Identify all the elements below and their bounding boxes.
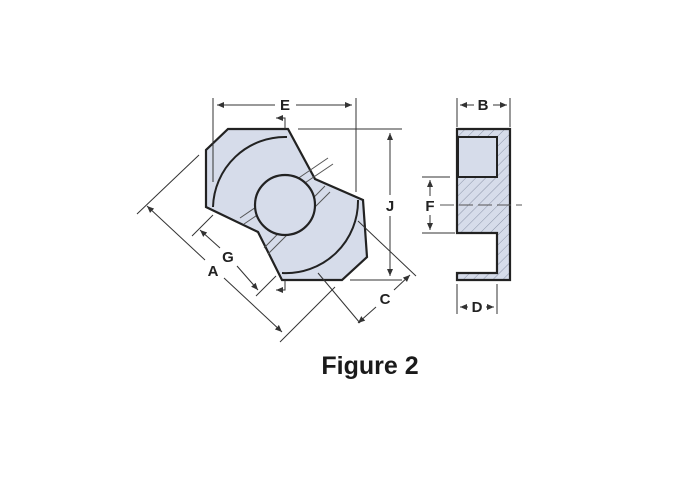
label-G: G <box>222 249 234 266</box>
dimension-lines <box>136 98 417 343</box>
label-A: A <box>208 263 219 280</box>
winding-window <box>457 136 498 178</box>
figure-caption: Figure 2 <box>321 352 419 380</box>
label-F: F <box>425 198 434 215</box>
label-E: E <box>280 97 290 114</box>
label-B: B <box>478 97 489 114</box>
front-view <box>204 127 369 282</box>
side-view <box>440 127 522 282</box>
label-J: J <box>386 198 394 215</box>
label-C: C <box>380 291 391 308</box>
left-arc <box>212 135 288 208</box>
center-hole <box>253 173 317 237</box>
label-D: D <box>472 299 483 316</box>
right-arc <box>281 199 360 275</box>
